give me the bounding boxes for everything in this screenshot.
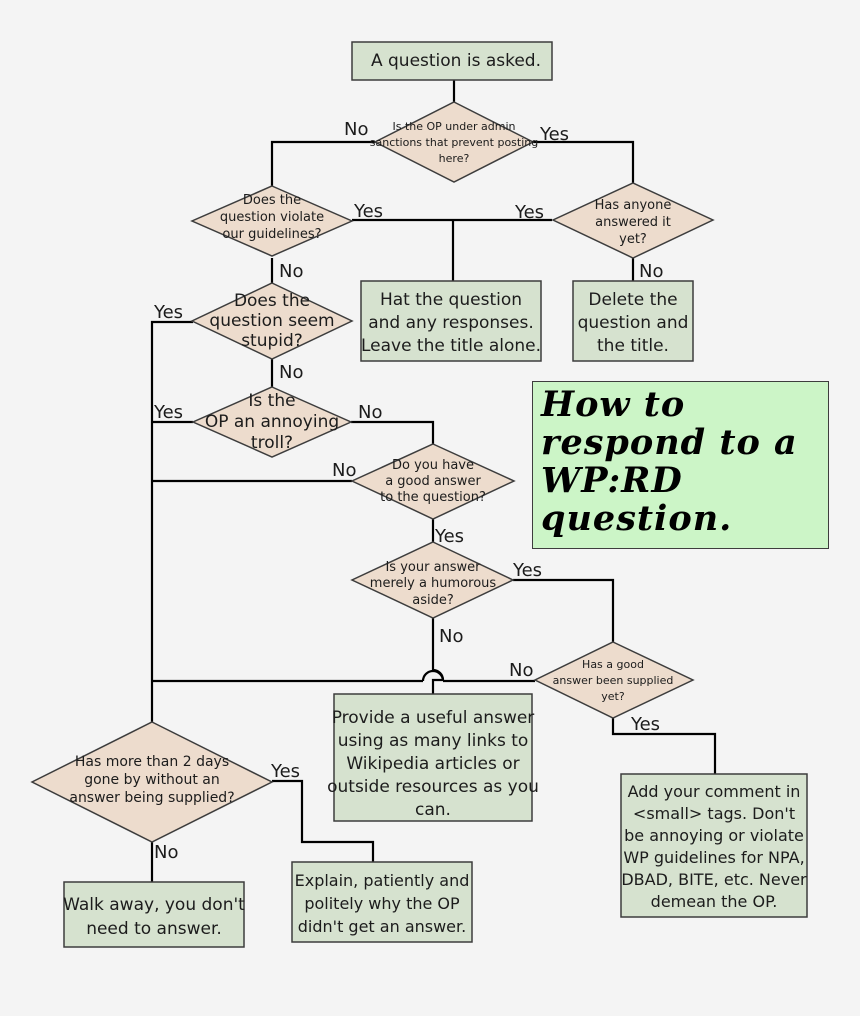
- decision-seem-stupid-line: Does the: [234, 291, 310, 311]
- node-add-comment-line: WP guidelines for NPA,: [623, 848, 804, 867]
- edge-labels: No Yes Yes Yes No No Yes No Yes No No Ye…: [153, 119, 663, 863]
- decision-good-answer-line: to the question?: [380, 490, 486, 505]
- decision-violate-guidelines-line: our guidelines?: [222, 227, 321, 242]
- decision-admin-sanctions-line: here?: [439, 152, 470, 165]
- node-useful-answer-line: using as many links to: [338, 731, 529, 751]
- edge-label-no: No: [358, 402, 382, 423]
- decision-two-days-line: gone by without an: [84, 772, 220, 788]
- decision-good-answer-line: Do you have: [392, 458, 474, 473]
- edge-label-no: No: [279, 362, 303, 383]
- decision-humorous-aside-line: aside?: [412, 593, 454, 608]
- edge-label-no: No: [154, 842, 178, 863]
- decision-admin-sanctions-line: Is the OP under admin: [393, 120, 516, 133]
- decision-good-answer-line: a good answer: [385, 474, 481, 489]
- node-hat-question-line: and any responses.: [368, 313, 534, 333]
- decision-anyone-answered-line: yet?: [619, 232, 647, 247]
- edge-label-yes: Yes: [539, 124, 569, 145]
- edge-label-yes: Yes: [514, 202, 544, 223]
- decision-annoying-troll-line: troll?: [251, 433, 293, 453]
- decision-two-days-line: Has more than 2 days: [75, 754, 229, 770]
- node-hat-question-line: Hat the question: [380, 290, 522, 310]
- node-walk-away-line: need to answer.: [86, 919, 222, 939]
- node-add-comment: Add your comment in <small> tags. Don't …: [620, 773, 808, 918]
- edge-label-yes: Yes: [630, 714, 660, 735]
- decision-admin-sanctions-line: sanctions that prevent posting: [370, 136, 538, 149]
- node-start-line: A question is asked.: [371, 51, 541, 71]
- decision-two-days: Has more than 2 days gone by without an …: [30, 721, 274, 843]
- node-useful-answer-line: can.: [415, 800, 451, 820]
- decision-violate-guidelines-line: question violate: [220, 210, 324, 225]
- decision-seem-stupid: Does the question seem stupid?: [190, 282, 354, 360]
- decision-humorous-aside: Is your answer merely a humorous aside?: [350, 541, 515, 619]
- edge-label-yes: Yes: [270, 761, 300, 782]
- node-delete-question-line: question and: [578, 313, 689, 333]
- node-add-comment-line: demean the OP.: [651, 892, 778, 911]
- node-explain: Explain, patiently and politely why the …: [291, 861, 473, 943]
- decision-violate-guidelines-line: Does the: [243, 193, 301, 208]
- decision-seem-stupid-line: stupid?: [241, 331, 303, 351]
- decision-good-answer-supplied-line: answer been supplied: [553, 674, 674, 687]
- node-add-comment-line: be annoying or violate: [624, 826, 804, 845]
- node-delete-question: Delete the question and the title.: [572, 280, 694, 362]
- decision-humorous-aside-line: merely a humorous: [370, 576, 497, 591]
- title-box: How to respond to a WP:RD question.: [532, 381, 829, 549]
- node-explain-line: didn't get an answer.: [298, 917, 466, 936]
- node-hat-question: Hat the question and any responses. Leav…: [360, 280, 542, 362]
- decision-annoying-troll: Is the OP an annoying troll?: [191, 386, 353, 458]
- node-explain-line: politely why the OP: [304, 894, 460, 913]
- decision-two-days-line: answer being supplied?: [69, 790, 234, 806]
- node-delete-question-line: Delete the: [588, 290, 677, 310]
- connector-lines: [150, 80, 717, 882]
- node-start: A question is asked.: [351, 41, 553, 81]
- decision-good-answer-supplied-line: Has a good: [582, 658, 644, 671]
- node-useful-answer-line: outside resources as you: [327, 777, 539, 797]
- decision-admin-sanctions: Is the OP under admin sanctions that pre…: [370, 101, 538, 183]
- node-useful-answer-line: Wikipedia articles or: [346, 754, 519, 774]
- node-add-comment-line: <small> tags. Don't: [633, 804, 795, 823]
- decision-annoying-troll-line: OP an annoying: [205, 412, 339, 432]
- decision-good-answer-supplied: Has a good answer been supplied yet?: [533, 641, 695, 719]
- decision-good-answer: Do you have a good answer to the questio…: [350, 443, 516, 520]
- edge-label-no: No: [509, 660, 533, 681]
- node-add-comment-line: DBAD, BITE, etc. Never: [621, 870, 807, 889]
- node-useful-answer: Provide a useful answer using as many li…: [327, 693, 539, 822]
- node-explain-line: Explain, patiently and: [295, 871, 470, 890]
- decision-seem-stupid-line: question seem: [209, 311, 334, 331]
- node-walk-away-line: Walk away, you don't: [63, 895, 245, 915]
- node-delete-question-line: the title.: [597, 336, 669, 356]
- node-useful-answer-line: Provide a useful answer: [332, 708, 535, 728]
- node-add-comment-line: Add your comment in: [628, 782, 801, 801]
- edge-label-yes: Yes: [512, 560, 542, 581]
- node-hat-question-line: Leave the title alone.: [361, 336, 541, 356]
- edge-label-no: No: [279, 261, 303, 282]
- edge-label-no: No: [439, 626, 463, 647]
- decision-annoying-troll-line: Is the: [248, 391, 295, 411]
- decision-violate-guidelines: Does the question violate our guidelines…: [190, 185, 354, 257]
- edge-label-yes: Yes: [353, 201, 383, 222]
- edge-label-no: No: [344, 119, 368, 140]
- edge-label-yes: Yes: [153, 302, 183, 323]
- node-walk-away: Walk away, you don't need to answer.: [63, 881, 245, 948]
- decision-anyone-answered: Has anyone answered it yet?: [551, 182, 715, 259]
- decision-humorous-aside-line: Is your answer: [385, 560, 481, 575]
- decision-good-answer-supplied-line: yet?: [601, 690, 625, 703]
- decision-anyone-answered-line: Has anyone: [595, 198, 672, 213]
- decision-anyone-answered-line: answered it: [595, 215, 671, 230]
- diagram-title: How to respond to a WP:RD question.: [541, 384, 798, 539]
- edge-label-no: No: [332, 460, 356, 481]
- edge-label-no: No: [639, 261, 663, 282]
- edge-label-yes: Yes: [153, 402, 183, 423]
- edge-label-yes: Yes: [434, 526, 464, 547]
